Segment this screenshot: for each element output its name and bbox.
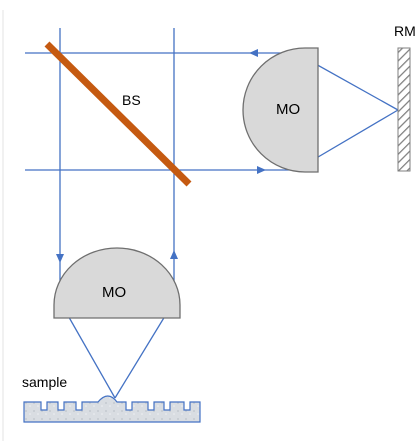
arrow-left-icon [249, 49, 258, 57]
objective-lens-right [242, 47, 319, 173]
objective-bottom-label: MO [102, 284, 126, 301]
sample-label: sample [22, 374, 67, 390]
beam-paths [25, 28, 399, 399]
beam-splitter [44, 41, 192, 187]
beam-splitter-label: BS [122, 92, 141, 108]
beam-arrows [56, 49, 266, 263]
sample-surface [23, 395, 201, 423]
arrow-down-icon [56, 254, 64, 263]
objective-right-label: MO [276, 101, 300, 118]
arrow-right-icon [257, 166, 266, 174]
reference-mirror-label: RM [394, 23, 416, 39]
arrow-up-icon [170, 250, 178, 259]
reference-mirror [397, 47, 411, 172]
objective-lens-bottom [53, 247, 181, 319]
